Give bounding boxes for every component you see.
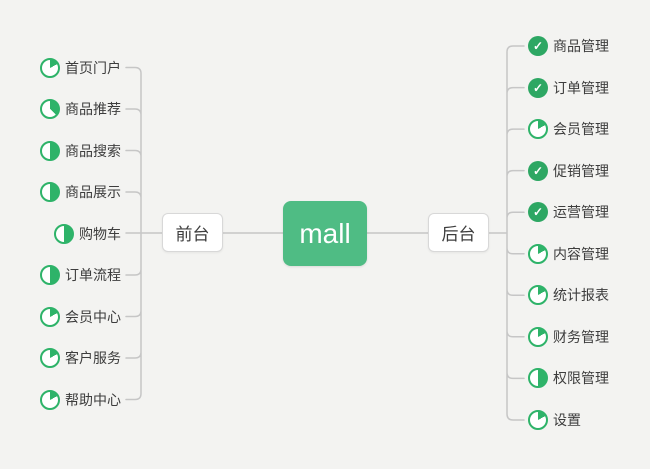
topic-item-right[interactable]: 权限管理 [528,367,609,389]
task-progress-pie-icon [40,57,60,78]
topic-item-right[interactable]: 财务管理 [528,326,609,348]
topic-item-left[interactable]: 商品推荐 [40,98,121,120]
task-complete-check-icon: ✓ [528,160,548,181]
topic-item-right[interactable]: 设置 [528,409,581,431]
task-progress-pie-icon [40,306,60,327]
task-complete-check-icon: ✓ [528,36,548,56]
topic-label: 会员管理 [553,121,609,138]
task-complete-check-icon: ✓ [528,77,548,98]
topic-item-right[interactable]: ✓ 促销管理 [528,160,609,182]
topic-item-right[interactable]: ✓ 运营管理 [528,201,609,223]
topic-item-left[interactable]: 帮助中心 [40,389,121,411]
branch-node-frontend[interactable]: 前台 [162,213,223,252]
task-progress-pie-icon [54,223,74,244]
topic-label: 内容管理 [553,245,609,262]
topic-label: 帮助中心 [65,391,121,408]
task-progress-pie-icon [528,326,548,347]
topic-item-right[interactable]: 会员管理 [528,118,609,140]
topic-label: 权限管理 [553,370,609,387]
topic-label: 商品展示 [65,184,121,200]
topic-label: 购物车 [79,225,121,242]
topic-item-right[interactable]: 统计报表 [528,284,609,306]
topic-item-left[interactable]: 商品展示 [40,181,121,203]
topic-item-left[interactable]: 商品搜索 [40,140,121,162]
task-progress-pie-icon [40,99,60,119]
task-progress-pie-icon [40,140,60,161]
topic-label: 会员中心 [65,308,121,325]
topic-label: 订单管理 [553,79,609,96]
topic-label: 商品搜索 [65,142,121,159]
topic-label: 统计报表 [553,287,609,304]
topic-item-left[interactable]: 订单流程 [40,264,121,286]
topic-label: 促销管理 [553,162,609,179]
topic-item-left[interactable]: 购物车 [54,223,121,245]
topic-item-right[interactable]: ✓ 订单管理 [528,77,609,99]
task-progress-pie-icon [40,182,60,202]
topic-item-left[interactable]: 首页门户 [40,57,121,79]
topic-label: 客户服务 [65,350,121,366]
task-progress-pie-icon [528,119,548,140]
task-progress-pie-icon [40,265,60,285]
topic-label: 运营管理 [553,204,609,221]
task-progress-pie-icon [528,368,548,389]
topic-label: 订单流程 [65,267,121,283]
topic-item-left[interactable]: 客户服务 [40,347,121,369]
topic-label: 财务管理 [553,328,609,345]
topic-label: 商品管理 [553,38,609,54]
topic-item-left[interactable]: 会员中心 [40,306,121,328]
root-node-mall[interactable]: mall [283,201,367,266]
task-progress-pie-icon [40,348,60,368]
task-progress-pie-icon [528,285,548,306]
task-progress-pie-icon [40,389,60,410]
task-complete-check-icon: ✓ [528,202,548,223]
branch-node-backend[interactable]: 后台 [428,213,489,252]
topic-label: 首页门户 [65,59,121,76]
task-progress-pie-icon [528,243,548,264]
topic-label: 商品推荐 [65,101,121,117]
topic-item-right[interactable]: ✓ 商品管理 [528,35,609,57]
task-progress-pie-icon [528,410,548,430]
topic-item-right[interactable]: 内容管理 [528,243,609,265]
topic-label: 设置 [553,412,581,428]
